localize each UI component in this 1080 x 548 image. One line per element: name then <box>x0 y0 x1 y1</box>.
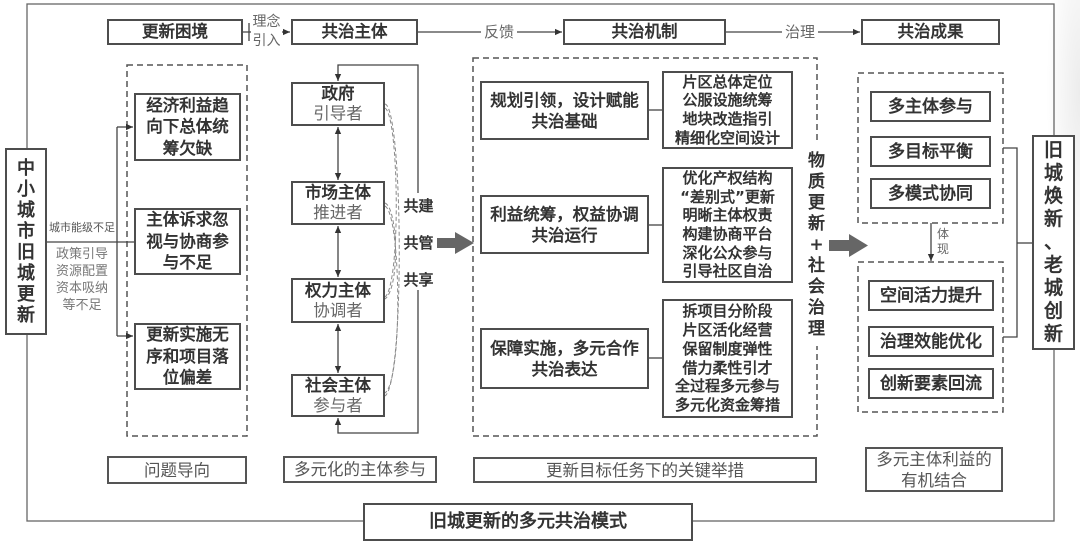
outcome-label: 旧城焕新、老城创新 <box>1044 139 1064 345</box>
transition-label-governance: 治理 <box>782 23 818 41</box>
measure-list-interests: 优化产权结构 “差别式”更新 明晰主体权责 构建协商平台 深化公众参与 引导社区… <box>662 167 793 283</box>
section-label-interest-integration: 多元主体利益的 有机结合 <box>865 447 1003 492</box>
measure-item: 明晰主体权责 <box>682 206 773 225</box>
measure-item: 片区总体定位 <box>682 72 773 91</box>
mode-label-co-manage: 共管 <box>403 234 434 252</box>
stage-box-mechanism: 共治机制 <box>563 19 726 45</box>
transition-label-concept-intro: 理念 引入 <box>251 13 282 51</box>
goal-box-multi-mode: 多模式协同 <box>870 178 991 209</box>
measure-item: 构建协商平台 <box>682 225 773 243</box>
measure-item: 拆项目分阶段 <box>682 302 773 321</box>
cause-label-city-level: 城市能级不足 <box>49 221 115 234</box>
measure-item: 多元化资金筹措 <box>674 395 780 414</box>
actor-box-market: 市场主体 推进者 <box>291 181 385 225</box>
outcome-box: 旧城焕新、老城创新 <box>1032 135 1075 350</box>
dashed-curve-market-social <box>384 205 399 394</box>
stage-box-dilemma: 更新困境 <box>107 19 243 45</box>
loop-line-top <box>334 64 419 193</box>
big-arrow-mechanism-to-results <box>829 234 868 257</box>
section-label-diverse-actors: 多元化的主体参与 <box>283 456 437 483</box>
actor-box-power: 权力主体 协调者 <box>291 278 385 323</box>
stage-box-actors: 共治主体 <box>291 19 418 45</box>
actor-role: 参与者 <box>313 395 363 415</box>
results-bracket <box>1003 147 1018 338</box>
actor-name: 市场主体 <box>305 183 371 202</box>
measure-item: 保留制度弹性 <box>682 339 773 358</box>
actor-box-government: 政府 引导者 <box>291 82 385 126</box>
actor-role: 推进者 <box>313 203 363 222</box>
cause-label-policy-resources-capital: 政策引导 资源配置 资本吸纳 等不足 <box>55 247 108 313</box>
mode-label-co-build: 共建 <box>403 197 434 215</box>
goal-box-multi-objective: 多目标平衡 <box>870 136 991 167</box>
actor-name: 政府 <box>321 84 355 103</box>
actor-name: 社会主体 <box>305 375 371 395</box>
diagram-title: 旧城更新的多元共治模式 <box>363 503 693 541</box>
measure-item: 片区活化经营 <box>682 321 773 340</box>
effect-box-innovation-return: 创新要素回流 <box>868 368 994 399</box>
measure-item: “差别式”更新 <box>680 187 775 206</box>
problem-box-stakeholder-participation: 主体诉求忽 视与协商参 与不足 <box>134 208 241 275</box>
actor-role: 协调者 <box>313 300 363 320</box>
mode-label-co-share: 共享 <box>403 271 434 289</box>
measure-item: 地块改造指引 <box>682 110 773 128</box>
transition-label-feedback: 反馈 <box>481 23 517 41</box>
effect-box-spatial-vitality: 空间活力提升 <box>868 280 994 311</box>
big-arrow-actors-to-mechanism <box>437 232 474 254</box>
measure-item: 全过程多元参与 <box>674 377 780 396</box>
results-link-label: 体现 <box>937 227 950 256</box>
section-label-problem-oriented: 问题导向 <box>107 456 247 484</box>
stage-box-results: 共治成果 <box>861 19 1000 45</box>
origin-box: 中小城市旧城更新 <box>5 148 47 335</box>
actor-role: 引导者 <box>313 104 363 123</box>
section-label-key-measures: 更新目标任务下的关键举措 <box>473 457 817 483</box>
problem-box-economic-coordination: 经济利益趋 向下总体统 筹欠缺 <box>134 93 241 161</box>
measure-item: 借力柔性引才 <box>682 358 773 377</box>
origin-label: 中小城市旧城更新 <box>17 157 35 326</box>
measure-item: 优化产权结构 <box>682 168 773 187</box>
actor-name: 权力主体 <box>305 280 371 300</box>
goal-box-multi-actor: 多主体参与 <box>870 91 991 122</box>
measure-list-planning: 片区总体定位 公服设施统筹 地块改造指引 精细化空间设计 <box>662 71 793 149</box>
dashed-curve-gov-power <box>384 107 397 298</box>
measure-item: 公服设施统筹 <box>682 91 773 110</box>
measure-item: 精细化空间设计 <box>674 128 780 147</box>
problem-box-implementation-deviation: 更新实施无 序和项目落 位偏差 <box>134 323 241 390</box>
mechanism-box-implementation: 保障实施，多元合作 共治表达 <box>480 328 649 389</box>
actor-box-social: 社会主体 参与者 <box>291 374 385 417</box>
measure-item: 引导社区自治 <box>682 262 773 281</box>
loop-line-bottom <box>334 290 419 434</box>
mechanism-box-interests: 利益统筹，权益协调 共治运行 <box>480 195 649 254</box>
measure-list-implementation: 拆项目分阶段 片区活化经营 保留制度弹性 借力柔性引才 全过程多元参与 多元化资… <box>662 299 793 418</box>
dashed-curve-gov-social <box>384 103 400 397</box>
effect-box-governance-efficiency: 治理效能优化 <box>868 326 994 357</box>
mechanism-side-label: 物质更新+社会治理 <box>806 141 827 346</box>
dashed-curve-market-power <box>384 202 396 300</box>
measure-item: 深化公众参与 <box>682 243 773 262</box>
mechanism-box-planning: 规划引领，设计赋能 共治基础 <box>480 81 649 140</box>
problems-dashed-group <box>126 64 248 437</box>
